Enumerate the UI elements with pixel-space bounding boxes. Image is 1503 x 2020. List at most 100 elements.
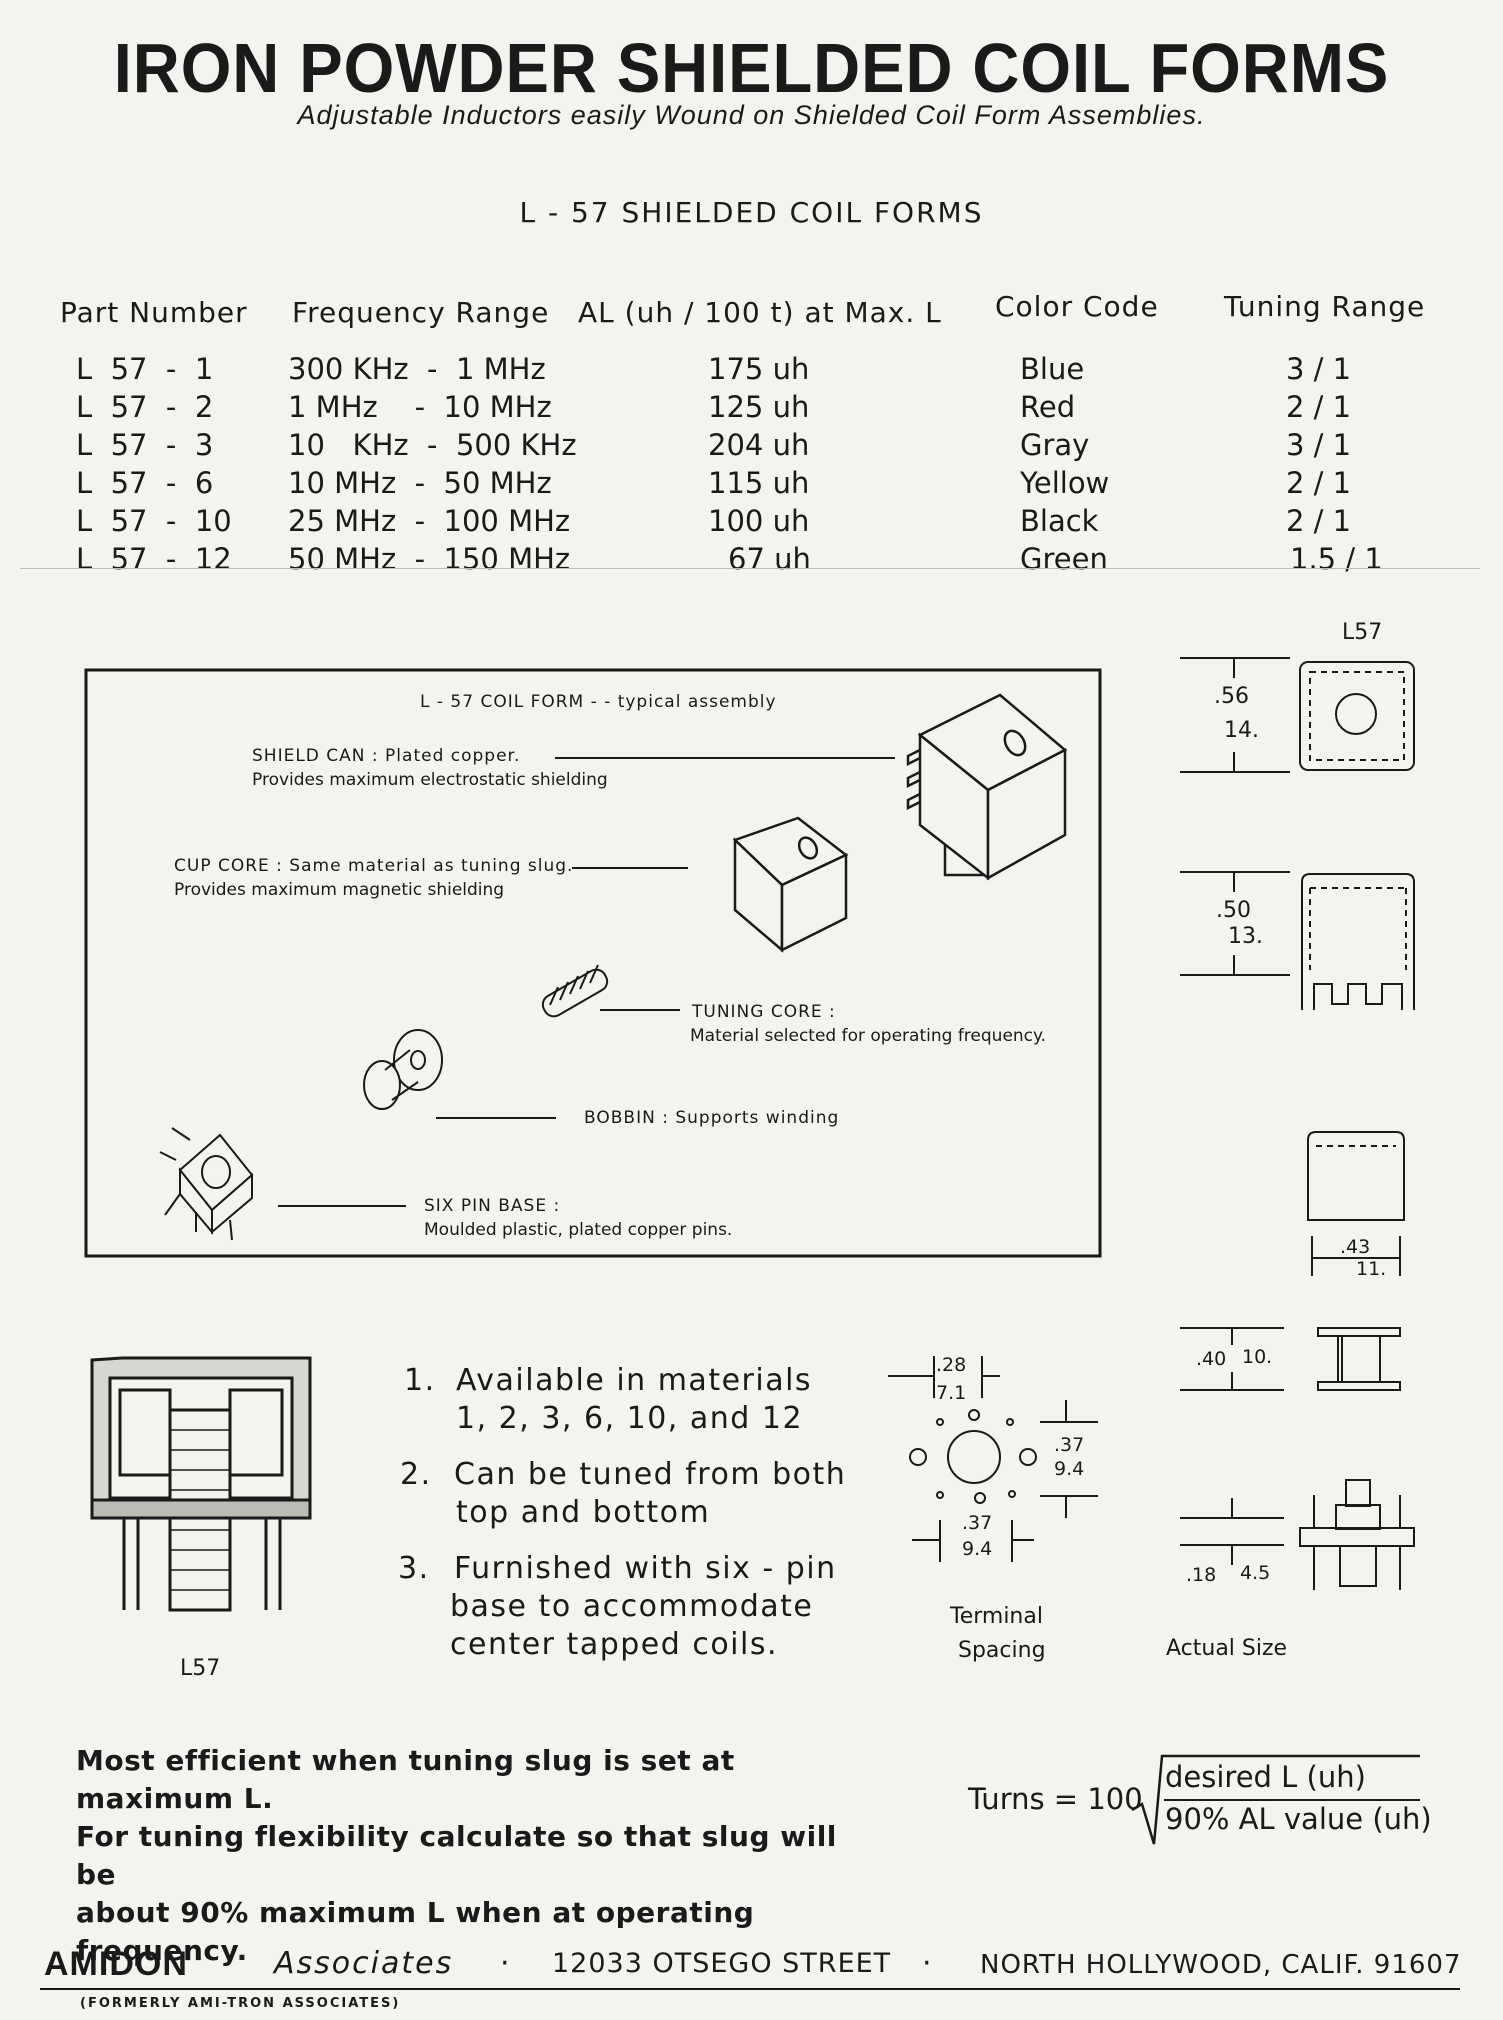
cross-section-label: L57 <box>180 1656 221 1681</box>
table-row: L 57 - 3 10 KHz - 500 KHz 204 uh Gray 3 … <box>0 428 1503 466</box>
col-header-al: AL (uh / 100 t) at Max. L <box>578 296 942 329</box>
cell-freq: 10 KHz - 500 KHz <box>288 428 577 462</box>
cell-freq: 25 MHz - 100 MHz <box>288 504 571 538</box>
cell-al: 67 uh <box>728 542 811 576</box>
table-row: L 57 - 12 50 MHz - 150 MHz 67 uh Green 1… <box>0 542 1503 580</box>
terminal-label: Terminal <box>950 1604 1043 1629</box>
footer-street: 12033 OTSEGO STREET <box>552 1948 892 1979</box>
formula-numerator: desired L (uh) <box>1165 1760 1366 1794</box>
cell-tuning: 2 / 1 <box>1286 504 1352 538</box>
cup-core-desc: Provides maximum magnetic shielding <box>174 880 505 900</box>
feature-line: Can be tuned from both <box>454 1457 847 1492</box>
feature-line: top and bottom <box>456 1495 711 1530</box>
base-label: SIX PIN BASE : <box>424 1196 561 1216</box>
cell-al: 125 uh <box>708 390 810 424</box>
tuning-core-label: TUNING CORE : <box>692 1002 836 1022</box>
assembly-illustration <box>84 657 1415 1612</box>
feature-line: Furnished with six - pin <box>454 1551 837 1586</box>
shield-can-desc: Provides maximum electrostatic shielding <box>252 770 608 790</box>
cell-color: Blue <box>1020 352 1085 386</box>
col-header-part: Part Number <box>60 296 248 329</box>
cell-tuning: 3 / 1 <box>1286 428 1352 462</box>
cell-color: Gray <box>1020 428 1090 462</box>
dim-height-mm: 14. <box>1224 718 1259 743</box>
dim-base-in: .18 <box>1186 1564 1217 1586</box>
table-divider <box>20 568 1480 569</box>
cell-part: L 57 - 10 <box>76 504 232 538</box>
col-header-freq: Frequency Range <box>292 296 550 329</box>
cell-part: L 57 - 1 <box>76 352 214 386</box>
cell-freq: 1 MHz - 10 MHz <box>288 390 552 424</box>
cell-color: Black <box>1020 504 1099 538</box>
actual-size-label: Actual Size <box>1166 1636 1288 1661</box>
footer-separator: · <box>922 1946 932 1981</box>
terminal-a-in: .28 <box>936 1354 967 1376</box>
footer-city: NORTH HOLLYWOOD, CALIF. 91607 <box>980 1950 1462 1980</box>
table-row: L 57 - 2 1 MHz - 10 MHz 125 uh Red 2 / 1 <box>0 390 1503 428</box>
cell-freq: 50 MHz - 150 MHz <box>288 542 571 576</box>
cell-part: L 57 - 3 <box>76 428 214 462</box>
cell-part: L 57 - 6 <box>76 466 214 500</box>
table-row: L 57 - 6 10 MHz - 50 MHz 115 uh Yellow 2… <box>0 466 1503 504</box>
tuning-core-desc: Material selected for operating frequenc… <box>690 1026 1047 1046</box>
cell-al: 175 uh <box>708 352 810 386</box>
dim-can-mm: 13. <box>1228 924 1263 949</box>
feature-line: 1, 2, 3, 6, 10, and 12 <box>456 1401 804 1436</box>
brand-logo: AMIDON <box>44 1945 188 1983</box>
cell-color: Yellow <box>1020 466 1110 500</box>
note-line: about 90% maximum L when at operating fr… <box>76 1896 755 1967</box>
footer-divider <box>40 1988 1460 1990</box>
formula-lhs: Turns = 100 <box>968 1782 1143 1816</box>
cell-al: 204 uh <box>708 428 810 462</box>
terminal-c-mm: 9.4 <box>962 1538 993 1560</box>
bobbin-label: BOBBIN : Supports winding <box>584 1108 840 1128</box>
note-line: For tuning flexibility calculate so that… <box>76 1820 837 1891</box>
dim-top-label: L57 <box>1342 620 1383 645</box>
shield-can-label: SHIELD CAN : Plated copper. <box>252 746 521 766</box>
feature-num: 1. <box>404 1363 436 1398</box>
feature-num: 2. <box>400 1457 432 1492</box>
page-subtitle: Adjustable Inductors easily Wound on Shi… <box>297 100 1206 130</box>
dim-can-in: .50 <box>1216 898 1251 923</box>
cell-al: 115 uh <box>708 466 810 500</box>
cell-tuning: 2 / 1 <box>1286 390 1352 424</box>
section-title: L - 57 SHIELDED COIL FORMS <box>519 196 984 229</box>
dim-height-in: .56 <box>1214 684 1249 709</box>
dim-cup-in: .43 <box>1340 1236 1371 1258</box>
page-title: IRON POWDER SHIELDED COIL FORMS <box>113 29 1390 107</box>
feature-line: center tapped coils. <box>450 1627 779 1662</box>
cell-color: Red <box>1020 390 1076 424</box>
cell-tuning: 1.5 / 1 <box>1290 542 1383 576</box>
terminal-b-in: .37 <box>1054 1434 1085 1456</box>
efficiency-note: Most efficient when tuning slug is set a… <box>76 1742 876 1970</box>
note-line: Most efficient when tuning slug is set a… <box>76 1744 735 1815</box>
cell-freq: 300 KHz - 1 MHz <box>288 352 546 386</box>
terminal-c-in: .37 <box>962 1512 993 1534</box>
footer-separator: · <box>500 1946 510 1981</box>
base-desc: Moulded plastic, plated copper pins. <box>424 1220 733 1240</box>
dim-bobbin-mm: 10. <box>1242 1346 1273 1368</box>
col-header-tuning: Tuning Range <box>1224 290 1426 323</box>
terminal-b-mm: 9.4 <box>1054 1458 1085 1480</box>
terminal-a-mm: 7.1 <box>936 1382 967 1404</box>
feature-num: 3. <box>398 1551 430 1586</box>
cell-part: L 57 - 2 <box>76 390 214 424</box>
cup-core-label: CUP CORE : Same material as tuning slug. <box>174 856 574 876</box>
table-row: L 57 - 10 25 MHz - 100 MHz 100 uh Black … <box>0 504 1503 542</box>
table-row: L 57 - 1 300 KHz - 1 MHz 175 uh Blue 3 /… <box>0 352 1503 390</box>
cell-tuning: 3 / 1 <box>1286 352 1352 386</box>
cell-color: Green <box>1020 542 1108 576</box>
cell-tuning: 2 / 1 <box>1286 466 1352 500</box>
footer-former-name: (FORMERLY AMI-TRON ASSOCIATES) <box>80 1996 401 2011</box>
formula-denominator: 90% AL value (uh) <box>1165 1802 1432 1836</box>
radical-sign <box>1131 1754 1420 1845</box>
assembly-title: L - 57 COIL FORM - - typical assembly <box>420 692 777 712</box>
dim-base-mm: 4.5 <box>1240 1562 1271 1584</box>
feature-line: base to accommodate <box>450 1589 814 1624</box>
spacing-label: Spacing <box>958 1638 1046 1663</box>
brand-associates: Associates <box>274 1946 454 1981</box>
feature-line: Available in materials <box>456 1363 813 1398</box>
cell-part: L 57 - 12 <box>76 542 232 576</box>
col-header-color: Color Code <box>995 290 1159 323</box>
dim-cup-mm: 11. <box>1356 1258 1387 1280</box>
